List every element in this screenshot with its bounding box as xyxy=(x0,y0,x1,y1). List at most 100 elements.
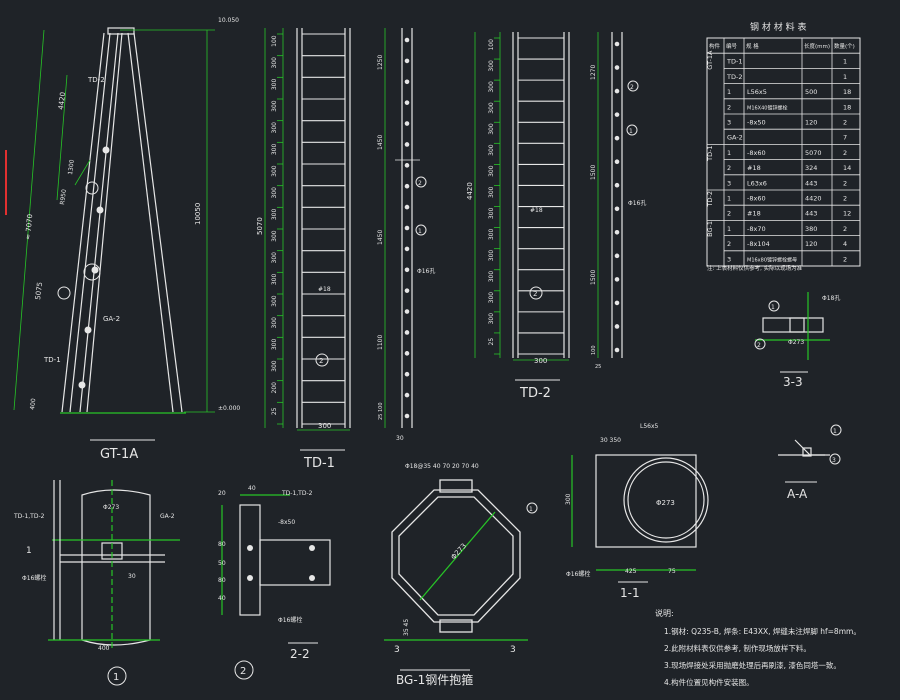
td1-bar-label: #18 xyxy=(318,286,331,293)
sec11-dim-425: 425 xyxy=(625,568,637,575)
notes-heading: 说明: xyxy=(655,608,674,618)
table-cell: 1 xyxy=(727,195,731,203)
notes-line-4: 4.构件位置见构件安装图。 xyxy=(664,677,754,687)
td2-side-hole xyxy=(614,206,620,212)
gt1a-leg-left xyxy=(61,32,105,413)
td2-side-hole xyxy=(614,182,620,188)
td1-side-hole xyxy=(404,246,410,252)
td1-side-hole xyxy=(404,371,410,377)
table-cell: 2 xyxy=(843,179,847,187)
td1-side-hole xyxy=(404,37,410,43)
detail2-dim-1: 80 xyxy=(218,541,226,548)
td1-side-holes xyxy=(404,37,410,419)
td1-side-view xyxy=(401,28,413,428)
td2-side-dim-0: 1270 xyxy=(590,65,597,80)
td2-side-hole xyxy=(614,300,620,306)
sec11-label: L56x5 xyxy=(640,423,659,430)
detail2-title: 2 xyxy=(240,666,246,677)
td1-side-hole xyxy=(404,121,410,126)
td2-spacing-label: 300 xyxy=(488,313,495,325)
td1-side-hole xyxy=(404,309,410,314)
td2-side-hole xyxy=(614,347,620,353)
td2-spacing-label: 300 xyxy=(488,60,495,72)
td1-side-hole xyxy=(404,183,410,189)
table-cell: 1 xyxy=(727,149,731,157)
td2-spacing-label: 300 xyxy=(488,186,495,198)
detail2-bolt: Φ16螺栓 xyxy=(278,616,302,624)
td1-spacing-label: 300 xyxy=(271,79,278,91)
gt1a-dim-4420: 4420 xyxy=(57,92,67,111)
td2-side-hole xyxy=(614,230,620,235)
table-cell: 1 xyxy=(727,225,731,233)
detail1-dim-273: Φ273 xyxy=(103,504,119,511)
td1-spacing-label: 300 xyxy=(271,274,278,286)
sec22-title: 2-2 xyxy=(290,647,310,661)
table-header-cell: 长度(mm) xyxy=(804,42,830,50)
table-cell: 2 xyxy=(843,255,847,263)
sec11-bolt: Φ16螺栓 xyxy=(566,570,590,578)
table-cell: TD-2 xyxy=(706,191,714,207)
detail2-title-circle xyxy=(234,660,254,680)
table-footnote: 注: 上表材料仅供参考, 实际以现场为准 xyxy=(707,264,803,272)
td1-side-hole xyxy=(404,225,410,231)
secaa-title: A-A xyxy=(787,487,808,501)
table-cell: -8x50 xyxy=(747,119,766,127)
table-cell: 380 xyxy=(805,225,817,233)
td2-side-callout-1 xyxy=(626,124,638,136)
td1-rungs: 1003003003003003003003003003003003003003… xyxy=(271,33,345,425)
td2-spacing-label: 300 xyxy=(488,250,495,262)
gt1a-bolts xyxy=(78,146,110,389)
td2-spacing-label: 300 xyxy=(488,81,495,93)
table-cell: 2 xyxy=(727,240,731,248)
td2-dim-300: 300 xyxy=(534,357,547,365)
table-header-cell: 构件 xyxy=(709,42,721,50)
table-cell: 1 xyxy=(727,88,731,96)
td2-side-hole xyxy=(614,41,620,47)
table-cell: TD-2 xyxy=(726,73,742,81)
secaa-callout-1 xyxy=(830,424,842,436)
sec33-dim-273: Φ273 xyxy=(788,339,804,346)
detail1-label-ga2: GA-2 xyxy=(160,513,175,520)
sec11-top-dims: 30 350 xyxy=(600,437,621,444)
gt1a-ladder-a xyxy=(79,32,119,413)
gt1a-r950: R950 xyxy=(59,189,68,206)
table-cell: 324 xyxy=(805,164,817,172)
detail2-dim-3: 50 xyxy=(218,560,226,567)
detail2-bolts xyxy=(247,545,315,581)
table-cell: 2 xyxy=(843,195,847,203)
table-cell: -8x60 xyxy=(747,149,766,157)
td1-side-hole xyxy=(404,351,410,356)
td2-callout-2 xyxy=(529,286,543,300)
td2-side-dim-1: 1500 xyxy=(590,165,597,180)
detail2-dim-2: 20 xyxy=(218,490,226,497)
detail2-label-plate: -8x50 xyxy=(278,519,295,526)
td1-ladder xyxy=(296,28,351,428)
td1-side-dim-1: 1450 xyxy=(377,135,384,150)
bg1-section-left: 3 xyxy=(394,645,400,655)
table-cell: 3 xyxy=(727,119,731,127)
detail1-title-circle xyxy=(107,666,127,686)
table-cell: #18 xyxy=(747,210,761,218)
td1-spacing-label: 100 xyxy=(271,35,278,47)
td2-side-hole xyxy=(614,112,620,117)
td2-side-dim-4: 25 xyxy=(595,364,601,370)
detail2-label-td: TD-1,TD-2 xyxy=(281,490,313,497)
table-cell: 2 xyxy=(843,225,847,233)
td1-side-callout-2 xyxy=(415,176,427,188)
td2-spacing-label: 300 xyxy=(488,123,495,135)
td2-spacing-label: 300 xyxy=(488,102,495,114)
bg1-dims-top: Φ18@35 40 70 20 70 40 xyxy=(405,463,479,470)
bg1-drawing xyxy=(384,479,528,641)
secaa-drawing xyxy=(778,439,830,457)
td2-side-callout-2-label: 2 xyxy=(630,84,634,91)
table-cell: BG-1 xyxy=(706,221,714,237)
td1-title: TD-1 xyxy=(303,456,335,471)
table-cell: L56x5 xyxy=(747,88,767,96)
secaa-callout-3 xyxy=(829,453,841,465)
td1-side-hole xyxy=(404,330,410,335)
td1-spacing-label: 300 xyxy=(271,230,278,242)
table-cell: 2 xyxy=(727,103,731,111)
td1-side-hole xyxy=(404,288,410,293)
gt1a-dim-total: ≈ 7070 xyxy=(24,214,34,241)
td1-side-callout-2-label: 2 xyxy=(418,180,422,187)
